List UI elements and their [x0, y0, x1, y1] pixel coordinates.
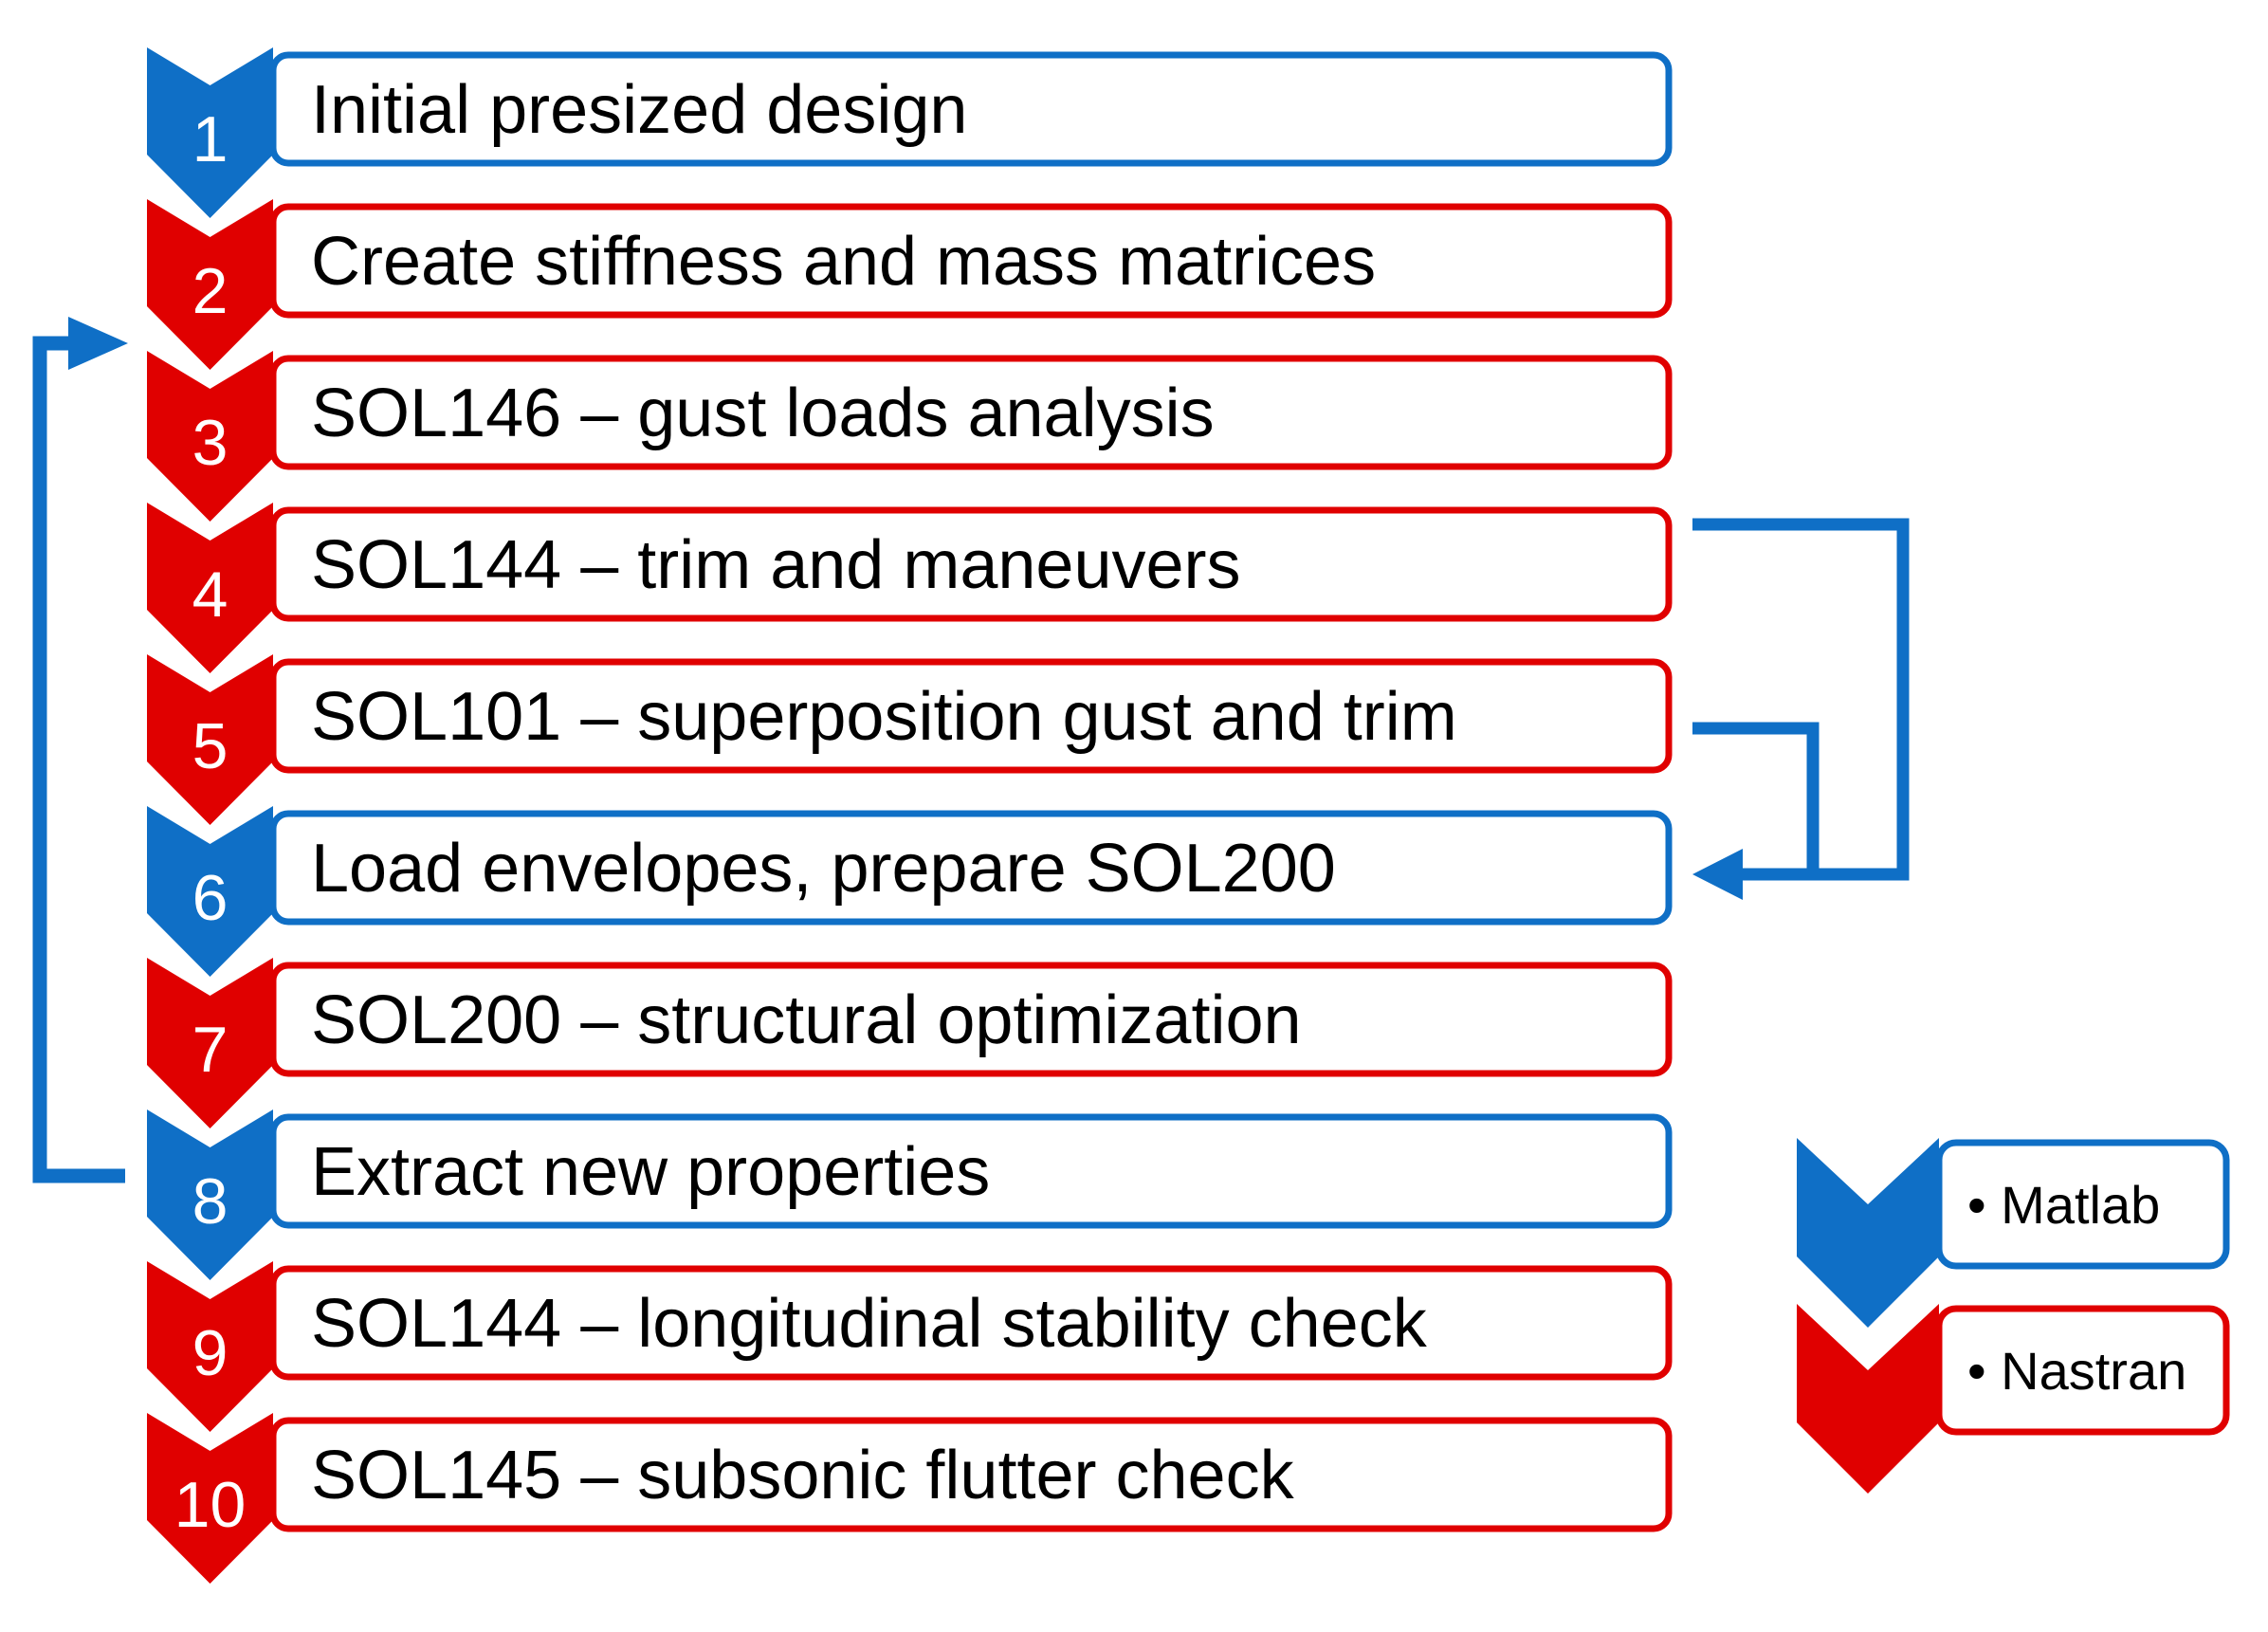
connectors-layer: [32, 317, 1910, 1183]
step-chevron-7: [147, 958, 273, 1128]
step-number-3: 3: [192, 407, 229, 479]
step-chevron-3: [147, 351, 273, 522]
step-chevron-6: [147, 806, 273, 977]
step-label-6: Load envelopes, prepare SOL200: [311, 831, 1336, 907]
legend-label-matlab: • Matlab: [1967, 1175, 2160, 1235]
step-chevron-1: [147, 47, 273, 218]
legend-chevron-nastran: [1797, 1304, 1939, 1494]
step-number-4: 4: [192, 559, 229, 631]
step-number-1: 1: [192, 103, 229, 175]
step-number-6: 6: [192, 862, 229, 934]
step-number-9: 9: [192, 1317, 229, 1389]
connector-4-to-6: [1692, 518, 1910, 881]
step-label-2: Create stiffness and mass matrices: [311, 224, 1376, 300]
legend-chevron-matlab: [1797, 1138, 1939, 1328]
step-chevron-5: [147, 654, 273, 825]
step-label-3: SOL146 – gust loads analysis: [311, 376, 1215, 451]
arrowhead-right-icon: [68, 317, 128, 370]
step-label-8: Extract new properties: [311, 1134, 990, 1210]
step-label-4: SOL144 – trim and maneuvers: [311, 527, 1241, 603]
step-number-7: 7: [192, 1014, 229, 1086]
legend-layer: • Matlab • Nastran: [1797, 1138, 2230, 1494]
step-chevron-4: [147, 503, 273, 673]
step-label-7: SOL200 – structural optimization: [311, 982, 1302, 1058]
step-label-5: SOL101 – superposition gust and trim: [311, 679, 1457, 755]
step-number-2: 2: [192, 255, 229, 327]
arrowhead-left-icon: [1692, 849, 1743, 900]
step-label-9: SOL144 – longitudinal stability check: [311, 1286, 1428, 1362]
step-number-5: 5: [192, 710, 229, 782]
step-label-10: SOL145 – subsonic flutter check: [311, 1438, 1295, 1513]
step-chevron-8: [147, 1109, 273, 1280]
connector-5-to-6: [1692, 722, 1820, 874]
loop-arrow-8-to-3: [32, 336, 125, 1183]
step-number-10: 10: [174, 1469, 247, 1541]
step-chevron-9: [147, 1261, 273, 1432]
step-chevron-2: [147, 199, 273, 370]
step-label-1: Initial presized design: [311, 72, 967, 148]
step-number-8: 8: [192, 1165, 229, 1238]
step-chevron-10: [147, 1413, 273, 1584]
legend-label-nastran: • Nastran: [1967, 1341, 2186, 1401]
